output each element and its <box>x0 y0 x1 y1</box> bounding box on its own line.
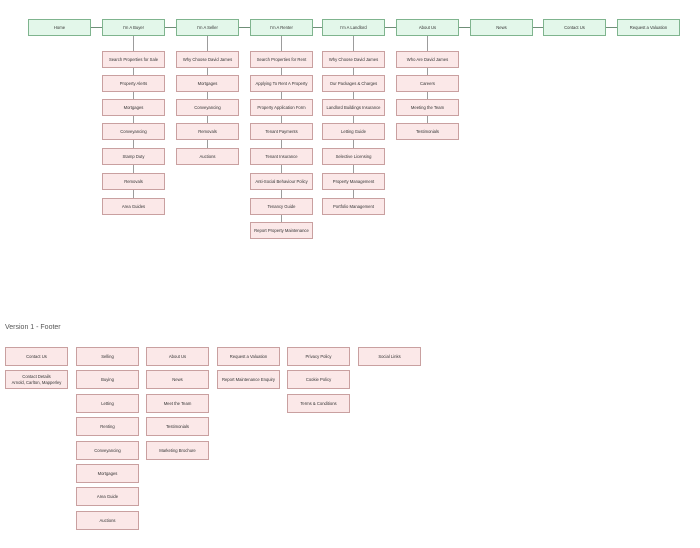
footer-contact-us[interactable]: Contact Us <box>5 347 68 366</box>
renter-item[interactable]: Applying To Rent A Property <box>250 75 313 92</box>
renter-item[interactable]: Property Application Form <box>250 99 313 116</box>
footer-link[interactable]: News <box>146 370 209 389</box>
seller-item[interactable]: Why Choose David James <box>176 51 239 68</box>
footer-link[interactable]: Terms & Conditions <box>287 394 350 413</box>
landlord-item[interactable]: Landlord Buildings Insurance <box>322 99 385 116</box>
buyer-item[interactable]: Property Alerts <box>102 75 165 92</box>
about-item[interactable]: Who Are David James <box>396 51 459 68</box>
seller-item[interactable]: Conveyancing <box>176 99 239 116</box>
nav-valuation[interactable]: Request a Valuation <box>617 19 680 36</box>
column-stem-seller <box>207 36 208 157</box>
footer-link[interactable]: Auctions <box>76 511 139 530</box>
nav-connector <box>385 27 396 28</box>
footer-link[interactable]: Area Guide <box>76 487 139 506</box>
nav-about[interactable]: About Us <box>396 19 459 36</box>
nav-renter[interactable]: I'm A Renter <box>250 19 313 36</box>
landlord-item[interactable]: Property Management <box>322 173 385 190</box>
nav-contact[interactable]: Contact Us <box>543 19 606 36</box>
nav-connector <box>91 27 102 28</box>
landlord-item[interactable]: Our Packages & Charges <box>322 75 385 92</box>
footer-link[interactable]: Privacy Policy <box>287 347 350 366</box>
nav-connector <box>606 27 617 28</box>
about-item[interactable]: Careers <box>396 75 459 92</box>
buyer-item[interactable]: Conveyancing <box>102 123 165 140</box>
footer-social-links[interactable]: Social Links <box>358 347 421 366</box>
landlord-item[interactable]: Why Choose David James <box>322 51 385 68</box>
footer-link[interactable]: Cookie Policy <box>287 370 350 389</box>
buyer-item[interactable]: Area Guides <box>102 198 165 215</box>
nav-news[interactable]: News <box>470 19 533 36</box>
renter-item[interactable]: Tenant Insurance <box>250 148 313 165</box>
footer-link[interactable]: Mortgages <box>76 464 139 483</box>
buyer-item[interactable]: Mortgages <box>102 99 165 116</box>
seller-item[interactable]: Mortgages <box>176 75 239 92</box>
column-stem-landlord <box>353 36 354 206</box>
nav-connector <box>459 27 470 28</box>
footer-link[interactable]: Conveyancing <box>76 441 139 460</box>
buyer-item[interactable]: Stamp Duty <box>102 148 165 165</box>
seller-item[interactable]: Auctions <box>176 148 239 165</box>
nav-buyer[interactable]: I'm A Buyer <box>102 19 165 36</box>
column-stem-buyer <box>133 36 134 206</box>
nav-landlord[interactable]: I'm A Landlord <box>322 19 385 36</box>
renter-item[interactable]: Report Property Maintenance <box>250 222 313 239</box>
footer-link[interactable]: Testimonials <box>146 417 209 436</box>
footer-section-title: Version 1 - Footer <box>5 324 61 331</box>
nav-home[interactable]: Home <box>28 19 91 36</box>
renter-item[interactable]: Tenancy Guide <box>250 198 313 215</box>
footer-link[interactable]: Buying <box>76 370 139 389</box>
footer-link[interactable]: Meet the Team <box>146 394 209 413</box>
seller-item[interactable]: Removals <box>176 123 239 140</box>
renter-item[interactable]: Search Properties for Rent <box>250 51 313 68</box>
renter-item[interactable]: Anti-Social Behaviour Policy <box>250 173 313 190</box>
landlord-item[interactable]: Selective Licensing <box>322 148 385 165</box>
renter-item[interactable]: Tenant Payments <box>250 123 313 140</box>
nav-connector <box>165 27 176 28</box>
footer-link[interactable]: Marketing Brochure <box>146 441 209 460</box>
footer-link[interactable]: Request a Valuation <box>217 347 280 366</box>
about-item[interactable]: Testimonials <box>396 123 459 140</box>
footer-contact-details: Contact Details Arnold, Carlton, Mapperl… <box>5 370 68 389</box>
landlord-item[interactable]: Portfolio Management <box>322 198 385 215</box>
footer-link[interactable]: Report Maintenance Enquiry <box>217 370 280 389</box>
landlord-item[interactable]: Letting Guide <box>322 123 385 140</box>
buyer-item[interactable]: Search Properties for Sale <box>102 51 165 68</box>
footer-link[interactable]: Selling <box>76 347 139 366</box>
footer-link[interactable]: About Us <box>146 347 209 366</box>
nav-connector <box>533 27 543 28</box>
nav-connector <box>239 27 250 28</box>
buyer-item[interactable]: Removals <box>102 173 165 190</box>
footer-link[interactable]: Renting <box>76 417 139 436</box>
nav-seller[interactable]: I'm A Seller <box>176 19 239 36</box>
about-item[interactable]: Meeting the Team <box>396 99 459 116</box>
footer-link[interactable]: Letting <box>76 394 139 413</box>
nav-connector <box>313 27 322 28</box>
